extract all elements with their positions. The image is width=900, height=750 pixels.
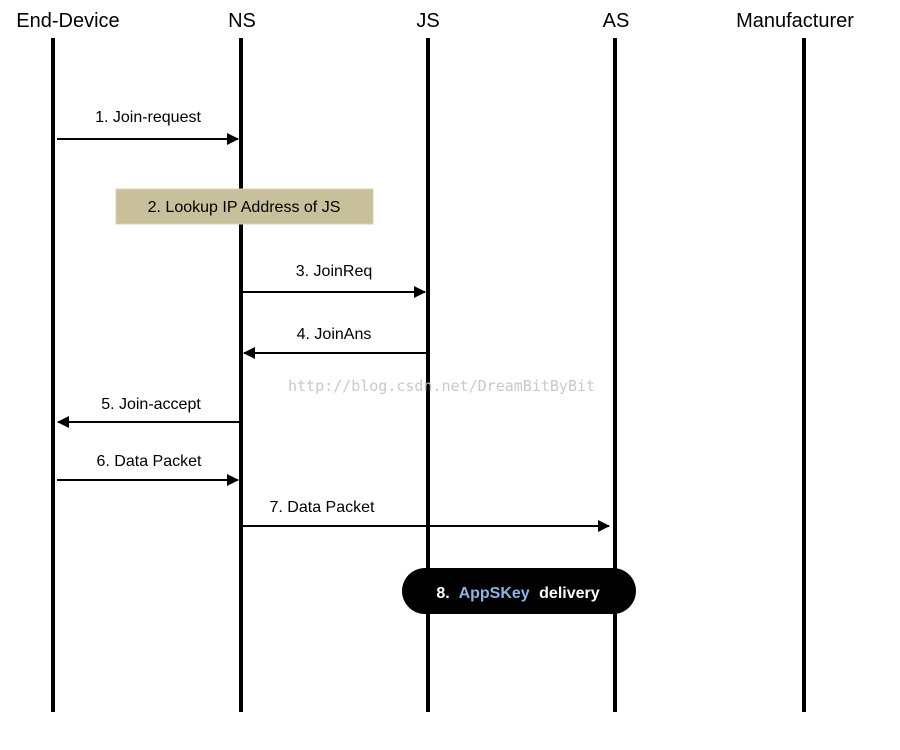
message-4-label: 4. JoinAns	[297, 326, 372, 343]
delivery-appskey-highlight: AppSKey	[459, 585, 530, 602]
participant-ns: NS	[228, 10, 256, 32]
lookup-note-box	[115, 188, 374, 225]
delivery-word: delivery	[539, 585, 600, 602]
appskey-delivery-label: 8. AppSKey delivery	[436, 585, 599, 602]
participant-manufacturer: Manufacturer	[736, 10, 854, 32]
lookup-note-label: 2. Lookup IP Address of JS	[148, 199, 341, 216]
appskey-delivery-pill	[402, 568, 636, 614]
message-1-label: 1. Join-request	[95, 109, 201, 126]
message-5-label: 5. Join-accept	[101, 396, 201, 413]
watermark-text: http://blog.csdn.net/DreamBitByBit	[288, 377, 595, 395]
message-6-label: 6. Data Packet	[97, 453, 203, 470]
delivery-step-number: 8.	[436, 585, 449, 602]
participant-end-device: End-Device	[16, 10, 119, 32]
message-7-label: 7. Data Packet	[270, 499, 376, 516]
message-3-label: 3. JoinReq	[296, 263, 373, 280]
participant-as: AS	[603, 10, 630, 32]
participant-js: JS	[416, 10, 439, 32]
